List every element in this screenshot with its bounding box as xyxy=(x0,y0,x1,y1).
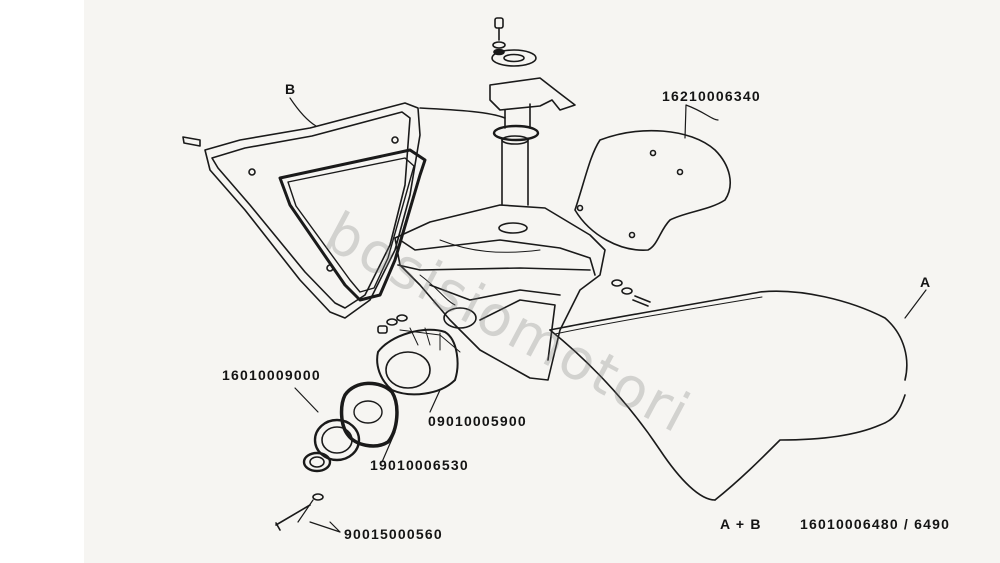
clamp-ring xyxy=(313,418,361,462)
filter-screws xyxy=(377,314,408,334)
side-screws xyxy=(611,279,651,307)
label-filter-code: 09010005900 xyxy=(428,413,527,429)
filter-element xyxy=(376,327,461,396)
label-bolt-code: 90015000560 xyxy=(344,526,443,542)
bolt-and-nut xyxy=(275,493,324,531)
air-box xyxy=(394,204,606,381)
leader-lines xyxy=(289,97,927,533)
label-cover-code: 16210006340 xyxy=(662,88,761,104)
top-screw-assembly xyxy=(491,17,537,67)
rubber-boot xyxy=(339,381,399,448)
retaining-ring xyxy=(302,451,332,473)
label-ring-code: 16010009000 xyxy=(222,367,321,383)
intake-neck xyxy=(489,77,576,206)
label-a: A xyxy=(920,274,932,290)
label-kit: A + B xyxy=(720,516,762,532)
side-frame-b xyxy=(182,102,506,319)
cover-plate xyxy=(574,129,731,251)
drawing-sheet xyxy=(84,0,1000,563)
side-cover-a xyxy=(549,290,908,501)
label-kit-code: 16010006480 / 6490 xyxy=(800,516,951,532)
label-b: B xyxy=(285,81,297,97)
label-boot-code: 19010006530 xyxy=(370,457,469,473)
